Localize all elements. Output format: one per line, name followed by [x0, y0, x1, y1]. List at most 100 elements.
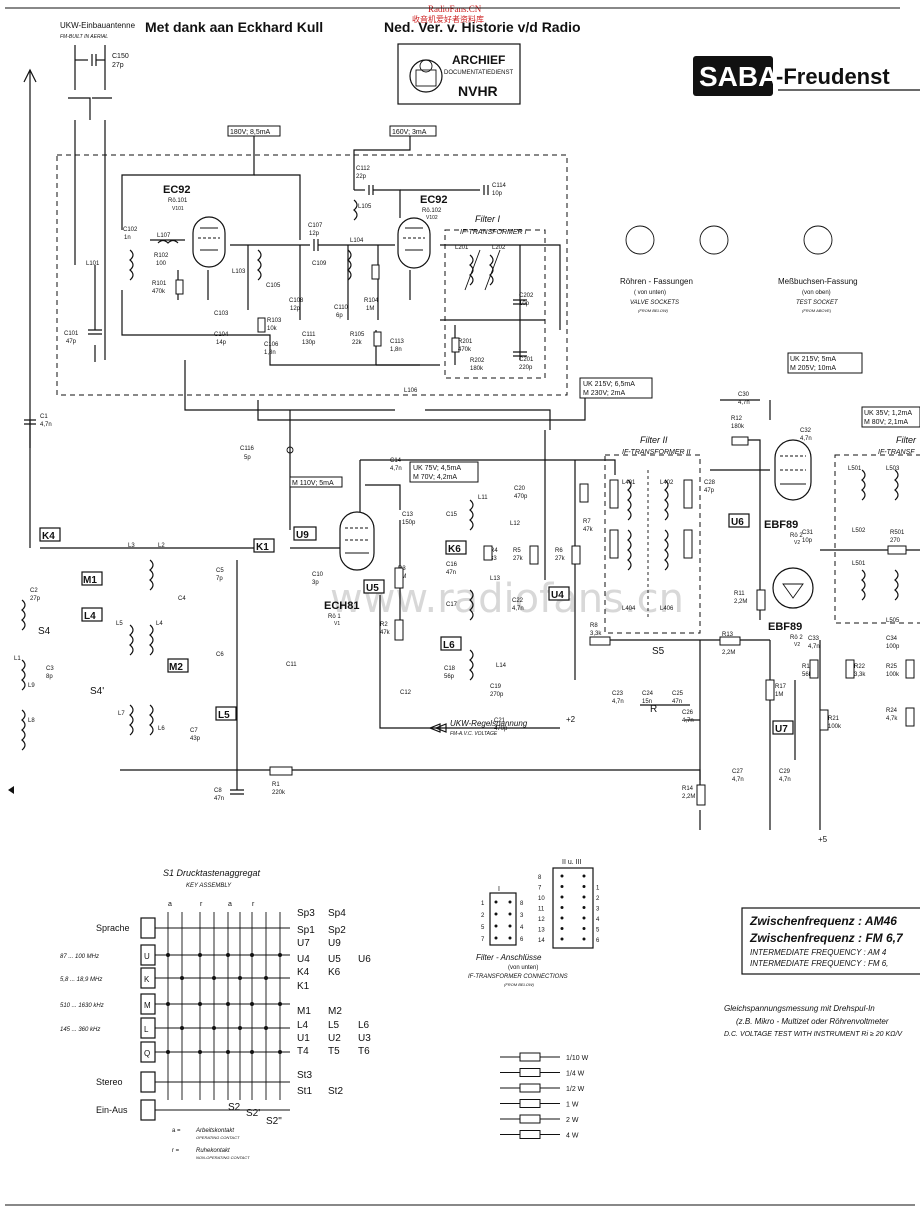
mid-resistors	[269, 436, 915, 806]
contact-label: Sp4	[328, 908, 346, 919]
svg-text:C101: C101	[64, 331, 79, 337]
pin-label: 7	[481, 937, 485, 943]
svg-text:4,7n: 4,7n	[40, 422, 52, 428]
contact-label: U7	[297, 938, 310, 949]
svg-text:C24: C24	[642, 691, 654, 697]
svg-text:C104: C104	[214, 332, 229, 338]
svg-text:C2: C2	[30, 588, 38, 594]
contact-dot	[166, 1002, 170, 1006]
watermark-mid: www.radiofans.cn	[330, 576, 684, 622]
contact-dot	[198, 953, 202, 957]
key-range: 510 ... 1630 kHz	[60, 1003, 104, 1009]
svg-text:IF-TRANSFORMER CONNECTIONS: IF-TRANSFORMER CONNECTIONS	[468, 974, 568, 980]
svg-text:47k: 47k	[380, 630, 391, 636]
valve-socket-sub: ( von unten)	[634, 290, 666, 296]
voltage-box-4	[409, 461, 479, 483]
filter-2: Filter II IF-TRANSFORMER II	[604, 435, 701, 634]
svg-text:C6: C6	[216, 652, 224, 658]
tube-ebf89-1: EBF89 Rö 2 V2	[764, 439, 812, 546]
svg-text:C27: C27	[732, 769, 744, 775]
svg-text:L3: L3	[128, 543, 135, 549]
svg-text:C7: C7	[190, 728, 198, 734]
svg-text:(FROM BELOW): (FROM BELOW)	[504, 982, 535, 987]
ech81-name: ECH81	[324, 600, 359, 612]
svg-text:R25: R25	[886, 664, 898, 670]
ec92-1-sub: Rö.101	[168, 198, 188, 204]
contact-label: K6	[328, 967, 341, 978]
svg-text:L1: L1	[14, 656, 21, 662]
contact-dot	[250, 1050, 254, 1054]
key-button	[140, 917, 156, 939]
svg-text:M2: M2	[169, 662, 183, 673]
voltage-4a: UK 75V; 4,5mA	[413, 465, 461, 472]
resistor-legend: 1/10 W1/4 W1/2 W1 W2 W4 W	[500, 1052, 589, 1140]
svg-text:L5: L5	[116, 621, 123, 627]
voltage-box-7	[861, 406, 920, 428]
contact-dot	[250, 953, 254, 957]
contact-dot	[238, 976, 242, 980]
svg-text:C110: C110	[334, 305, 349, 311]
svg-text:L14: L14	[496, 663, 507, 669]
svg-text:4,7k: 4,7k	[886, 716, 898, 722]
svg-text:180k: 180k	[470, 366, 484, 372]
svg-text:220k: 220k	[272, 790, 286, 796]
pin-label: 3	[520, 913, 524, 919]
svg-text:56k: 56k	[802, 672, 813, 678]
svg-text:L13: L13	[490, 576, 501, 582]
svg-text:L9: L9	[28, 683, 35, 689]
svg-text:a =: a =	[172, 1128, 181, 1134]
pin-label: 13	[538, 928, 545, 934]
svg-text:S2": S2"	[266, 1116, 282, 1127]
pin-dot	[582, 885, 586, 888]
pin-dot	[582, 927, 586, 930]
svg-text:27p: 27p	[30, 596, 41, 602]
key-label: Sprache	[96, 923, 130, 933]
tag-u5	[363, 579, 385, 594]
svg-text:12p: 12p	[290, 306, 301, 312]
svg-text:150p: 150p	[402, 520, 416, 526]
tube-ec92-1: EC92 Rö.101 V101	[163, 184, 226, 268]
svg-text:100k: 100k	[828, 724, 842, 730]
svg-text:C33: C33	[808, 636, 820, 642]
key-assembly: S1 Drucktastenaggregat KEY ASSEMBLY Spra…	[60, 868, 371, 1160]
svg-text:Zwischenfrequenz : AM46: Zwischenfrequenz : AM46	[749, 914, 897, 928]
contact-label: Sp3	[297, 908, 315, 919]
svg-text:L402: L402	[660, 480, 674, 486]
svg-text:8p: 8p	[46, 674, 53, 680]
ukw-antenna-en: FM-BUILT IN AERIAL	[60, 34, 108, 40]
svg-text:R12: R12	[731, 416, 743, 422]
svg-text:C202: C202	[519, 293, 534, 299]
svg-text:130p: 130p	[302, 340, 316, 346]
svg-text:4,7n: 4,7n	[682, 718, 694, 724]
key-range: 87 ... 100 MHz	[60, 954, 99, 960]
voltage-1: 180V; 8,5mA	[230, 129, 271, 136]
pin-dot	[560, 937, 564, 941]
svg-text:C21: C21	[494, 718, 506, 724]
fm-tuner-wiring	[88, 136, 561, 430]
resistor-symbol	[519, 1099, 541, 1108]
svg-text:K1: K1	[256, 542, 269, 553]
svg-text:C16: C16	[446, 562, 458, 568]
svg-text:1M: 1M	[366, 306, 374, 312]
svg-text:II u. III: II u. III	[562, 859, 582, 866]
svg-text:a: a	[168, 901, 172, 908]
test-socket-sub: (von oben)	[802, 290, 831, 296]
svg-text:(von unten): (von unten)	[508, 965, 538, 971]
svg-text:100: 100	[156, 261, 167, 267]
svg-text:47p: 47p	[704, 488, 715, 494]
svg-text:470k: 470k	[152, 289, 166, 295]
svg-text:C102: C102	[123, 227, 138, 233]
svg-text:U9: U9	[296, 530, 309, 541]
svg-text:C5: C5	[216, 568, 224, 574]
contact-label: Sp2	[328, 925, 346, 936]
svg-text:L8: L8	[28, 718, 35, 724]
key-assembly-title: S1 Drucktastenaggregat	[163, 868, 261, 878]
svg-text:4,7n: 4,7n	[732, 777, 744, 783]
svg-text:10k: 10k	[267, 326, 278, 332]
pin-label: 7	[538, 886, 542, 892]
svg-text:D.C. VOLTAGE TEST WITH INSTRUM: D.C. VOLTAGE TEST WITH INSTRUMENT Ri ≥ 2…	[724, 1031, 903, 1038]
svg-text:220p: 220p	[519, 365, 533, 371]
contact-dot	[226, 1050, 230, 1054]
